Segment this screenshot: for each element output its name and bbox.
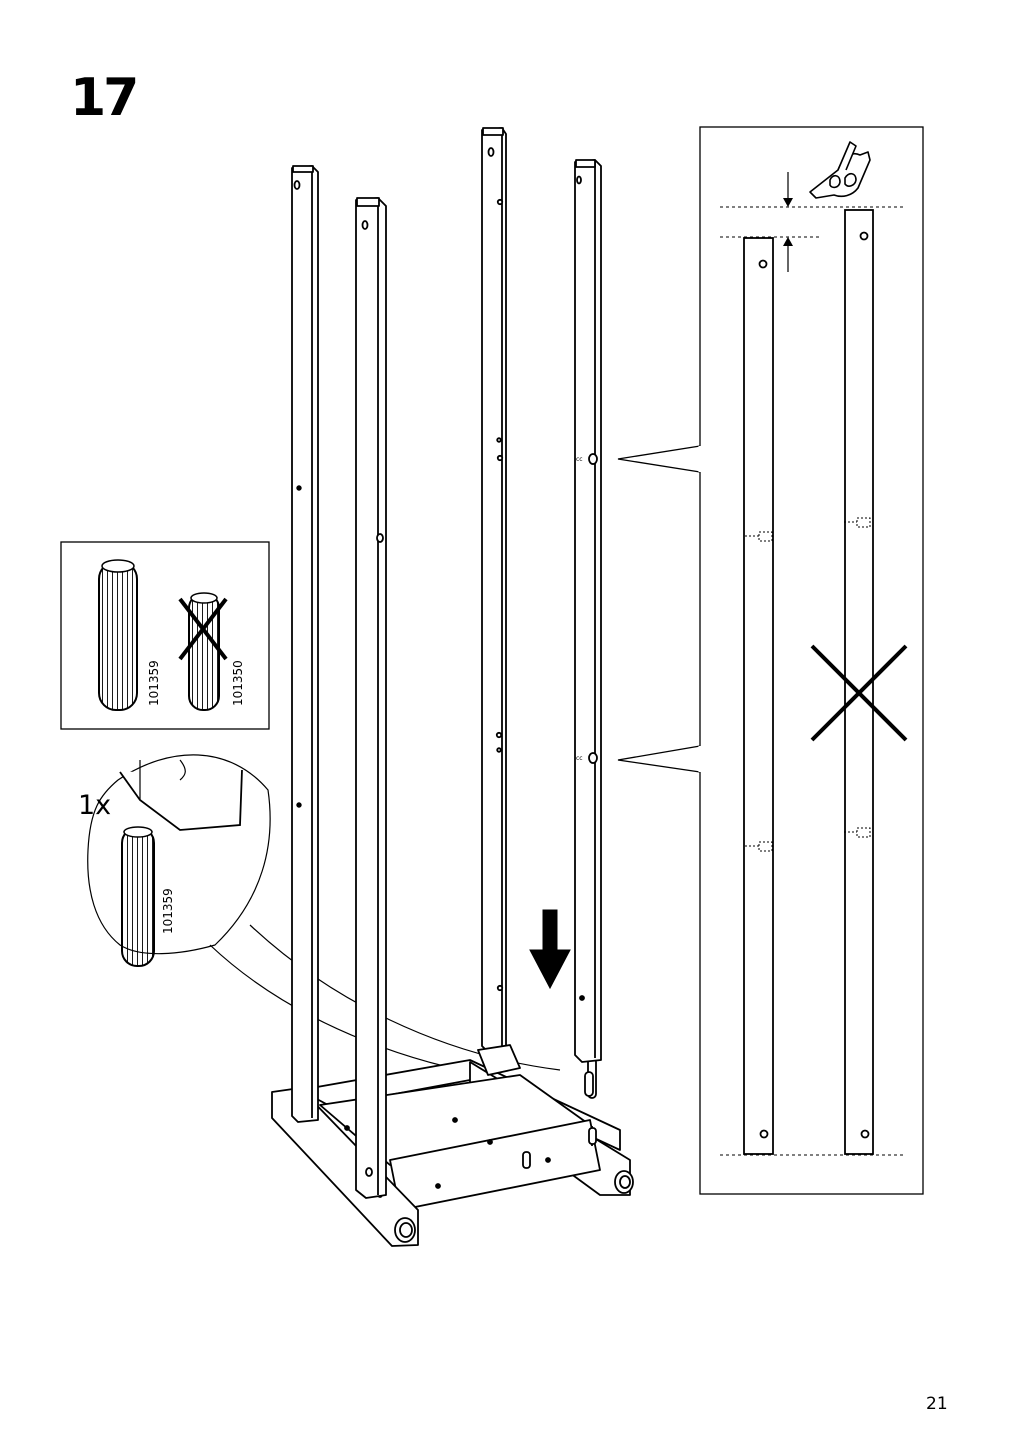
detail-part-number: 101359 bbox=[161, 888, 175, 934]
step-number: 17 bbox=[70, 68, 139, 128]
base-frame bbox=[271, 1057, 634, 1247]
upright-2 bbox=[355, 197, 387, 1199]
dowel-icon bbox=[121, 826, 155, 967]
wrong-cross-icon bbox=[178, 597, 228, 661]
long-dowel-part-number: 101359 bbox=[147, 660, 161, 706]
svg-text:cc: cc bbox=[576, 755, 583, 762]
page-number: 21 bbox=[926, 1394, 948, 1414]
hand-touch-icon bbox=[809, 141, 871, 199]
long-dowel-icon bbox=[98, 559, 138, 711]
frame-assembly: cc cc bbox=[271, 127, 634, 1247]
dowel-comparison-box: 101359 101350 bbox=[60, 541, 270, 730]
upright-3 bbox=[477, 127, 521, 1076]
short-dowel-icon bbox=[188, 592, 220, 711]
down-arrow-icon bbox=[529, 909, 571, 990]
quantity-label: 1x bbox=[78, 790, 111, 821]
correct-upright-strip bbox=[743, 237, 774, 1155]
upright-1 bbox=[291, 165, 319, 1123]
svg-text:cc: cc bbox=[576, 456, 583, 463]
alignment-detail-panel bbox=[698, 126, 924, 1195]
wrong-cross-icon bbox=[810, 644, 908, 742]
callout-pointer bbox=[617, 445, 701, 773]
upright-4: cc cc bbox=[574, 159, 602, 1097]
short-dowel-part-number: 101350 bbox=[231, 660, 245, 706]
